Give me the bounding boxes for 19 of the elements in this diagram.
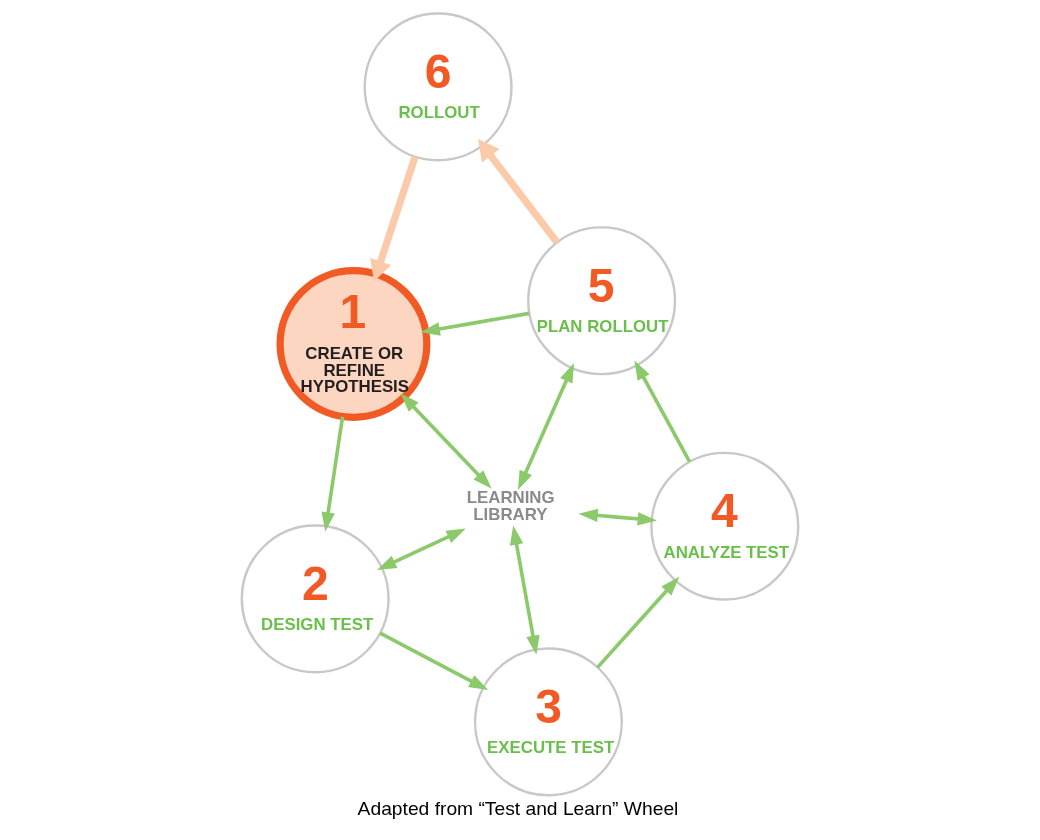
arrow bbox=[379, 631, 489, 691]
arrow bbox=[370, 155, 419, 282]
arrow bbox=[377, 528, 466, 570]
caption: Adapted from “Test and Learn” Wheel bbox=[357, 798, 679, 820]
node-circle: 2 DESIGN TEST bbox=[240, 524, 390, 674]
node-circle: 4 ANALYZE TEST bbox=[650, 451, 800, 601]
node-circle: 3 EXECUTE TEST bbox=[473, 647, 623, 797]
node-circle: 1 CREATE OR REFINE HYPOTHESIS bbox=[276, 267, 431, 421]
arrow bbox=[518, 363, 575, 491]
arrow bbox=[400, 393, 492, 489]
arrow bbox=[596, 576, 680, 669]
arrow bbox=[578, 508, 657, 526]
arrow bbox=[478, 139, 560, 245]
arrow bbox=[420, 311, 530, 336]
node-text: LEARNING LIBRARY bbox=[466, 488, 555, 525]
arrow bbox=[321, 416, 345, 532]
arrow bbox=[634, 360, 692, 463]
arrow bbox=[509, 525, 540, 655]
node-circle: 5 PLAN ROLLOUT bbox=[527, 226, 677, 376]
